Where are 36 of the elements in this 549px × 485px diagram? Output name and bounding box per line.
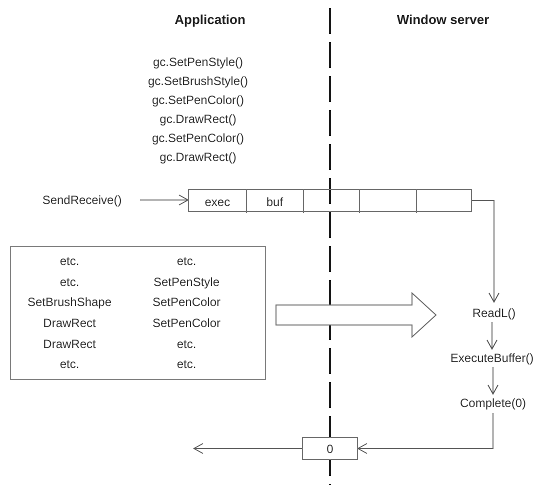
code-line: gc.SetPenColor() [150,131,246,145]
command-text: etc. [60,274,80,291]
arrow [472,200,500,302]
column-heading: Application [174,13,246,27]
arrow [194,443,302,454]
function-call-text: SendReceive() [28,192,136,208]
command-table [10,246,266,380]
arrow [486,322,498,350]
arrow [140,194,188,206]
column-heading: Window server [396,13,490,27]
block-arrow [276,292,437,338]
code-line: gc.DrawRect() [158,150,238,164]
function-call-text: Complete(0) [448,395,538,411]
buffer-slot: buf [246,190,303,213]
arrow [488,366,498,394]
command-text: etc. [60,356,80,374]
buffer-slot: exec [189,190,246,213]
code-line: gc.SetPenStyle() [152,55,244,69]
command-text: SetPenColor [152,314,221,332]
command-text: SetPenColor [152,294,221,312]
function-call-text: ExecuteBuffer() [436,350,548,366]
command-text: etc. [60,253,80,270]
arrow [358,412,494,454]
code-line: gc.SetPenColor() [150,93,246,107]
code-line: gc.DrawRect() [158,112,238,126]
command-text: DrawRect [43,336,96,353]
return-value-box: 0 [302,437,358,460]
code-line: gc.SetBrushStyle() [146,74,250,88]
buffer-box [188,189,472,212]
command-text: etc. [176,356,196,374]
command-text: etc. [176,336,196,353]
command-text: SetPenStyle [153,274,220,291]
command-text: etc. [176,253,196,270]
command-text: SetBrushShape [27,294,112,312]
function-call-text: ReadL() [462,305,526,321]
command-text: DrawRect [43,314,96,332]
